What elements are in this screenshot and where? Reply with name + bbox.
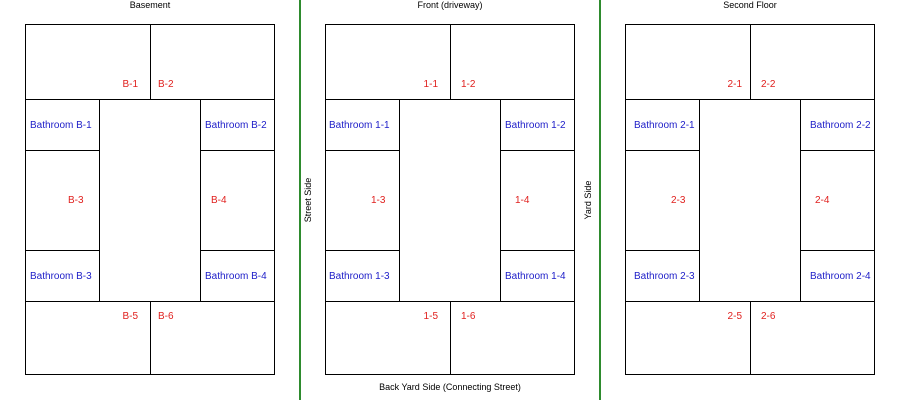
- room-mid-right: 1-4: [500, 150, 575, 251]
- room-label: 2-3: [671, 195, 686, 206]
- yard-side-label: Yard Side: [583, 180, 593, 220]
- room-label: 1-2: [461, 79, 476, 90]
- room-bottom-right: 2-6: [750, 301, 875, 375]
- hallway: [399, 99, 501, 302]
- bathroom-label: Bathroom B-2: [205, 120, 267, 131]
- bathroom-label: Bathroom B-4: [205, 271, 267, 282]
- hallway: [99, 99, 201, 302]
- bathroom-top-left: Bathroom B-1: [25, 99, 100, 151]
- room-bottom-left: 1-5: [325, 301, 451, 375]
- room-label: 1-5: [423, 311, 438, 322]
- bathroom-label: Bathroom 1-2: [505, 120, 566, 131]
- bathroom-label: Bathroom 2-3: [634, 271, 695, 282]
- front-label: Front (driveway): [417, 0, 483, 10]
- room-label: B-1: [122, 79, 138, 90]
- bathroom-top-left: Bathroom 1-1: [325, 99, 400, 151]
- room-label: 2-6: [761, 311, 776, 322]
- room-top-right: 2-2: [750, 24, 875, 100]
- room-mid-left: 2-3: [625, 150, 700, 251]
- room-top-left: 1-1: [325, 24, 451, 100]
- bathroom-top-right: Bathroom 2-2: [800, 99, 875, 151]
- bathroom-bottom-left: Bathroom 2-3: [625, 250, 700, 302]
- bathroom-label: Bathroom 1-4: [505, 271, 566, 282]
- bathroom-top-right: Bathroom B-2: [200, 99, 275, 151]
- divider-line-right: [599, 0, 601, 400]
- hallway: [699, 99, 801, 302]
- bathroom-top-left: Bathroom 2-1: [625, 99, 700, 151]
- room-label: 1-4: [515, 195, 530, 206]
- room-label: B-2: [158, 79, 174, 90]
- room-label: 2-5: [727, 311, 742, 322]
- bathroom-bottom-left: Bathroom 1-3: [325, 250, 400, 302]
- room-label: 1-3: [371, 195, 386, 206]
- bathroom-label: Bathroom 2-2: [810, 120, 871, 131]
- floor-plan-second-floor: 2-1 2-2 Bathroom 2-1 Bathroom 2-2 2-3 2-…: [625, 24, 875, 375]
- room-top-right: B-2: [150, 24, 275, 100]
- room-label: 1-1: [423, 79, 438, 90]
- bathroom-bottom-right: Bathroom 1-4: [500, 250, 575, 302]
- bathroom-label: Bathroom 2-4: [810, 271, 871, 282]
- room-label: 2-1: [727, 79, 742, 90]
- bathroom-bottom-right: Bathroom B-4: [200, 250, 275, 302]
- room-bottom-left: 2-5: [625, 301, 751, 375]
- room-label: 1-6: [461, 311, 476, 322]
- bathroom-bottom-left: Bathroom B-3: [25, 250, 100, 302]
- room-top-left: B-1: [25, 24, 151, 100]
- room-mid-left: 1-3: [325, 150, 400, 251]
- room-mid-left: B-3: [25, 150, 100, 251]
- bathroom-label: Bathroom 1-1: [329, 120, 390, 131]
- room-label: 2-2: [761, 79, 776, 90]
- room-label: B-3: [68, 195, 84, 206]
- bathroom-bottom-right: Bathroom 2-4: [800, 250, 875, 302]
- back-label: Back Yard Side (Connecting Street): [379, 382, 521, 392]
- room-mid-right: B-4: [200, 150, 275, 251]
- room-top-right: 1-2: [450, 24, 575, 100]
- room-label: B-5: [122, 311, 138, 322]
- room-bottom-right: 1-6: [450, 301, 575, 375]
- room-label: B-6: [158, 311, 174, 322]
- room-mid-right: 2-4: [800, 150, 875, 251]
- room-top-left: 2-1: [625, 24, 751, 100]
- room-label: B-4: [211, 195, 227, 206]
- divider-line-left: [299, 0, 301, 400]
- room-bottom-left: B-5: [25, 301, 151, 375]
- bathroom-label: Bathroom B-1: [30, 120, 92, 131]
- floor-title-second-floor: Second Floor: [723, 0, 777, 10]
- floor-plan-basement: B-1 B-2 Bathroom B-1 Bathroom B-2 B-3 B-…: [25, 24, 275, 375]
- bathroom-label: Bathroom 2-1: [634, 120, 695, 131]
- room-bottom-right: B-6: [150, 301, 275, 375]
- bathroom-label: Bathroom 1-3: [329, 271, 390, 282]
- floor-title-basement: Basement: [129, 0, 171, 10]
- bathroom-top-right: Bathroom 1-2: [500, 99, 575, 151]
- floor-plan-first-floor: 1-1 1-2 Bathroom 1-1 Bathroom 1-2 1-3 1-…: [325, 24, 575, 375]
- bathroom-label: Bathroom B-3: [30, 271, 92, 282]
- street-side-label: Street Side: [303, 177, 313, 223]
- room-label: 2-4: [815, 195, 830, 206]
